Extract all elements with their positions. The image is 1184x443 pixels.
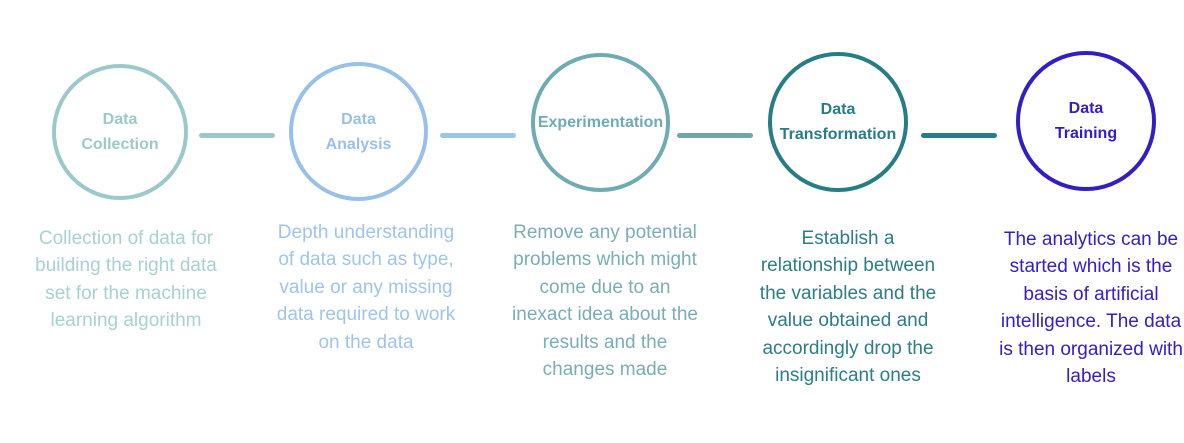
step-circle-data-transformation: Data Transformation (768, 52, 908, 192)
step-description-data-transformation: Establish a relationship between the var… (759, 228, 937, 387)
step-circle-data-training: Data Training (1016, 51, 1156, 191)
step-description-data-analysis: Depth understanding of data such as type… (276, 222, 456, 353)
step-circle-experimentation: Experimentation (531, 53, 670, 192)
step-description-experimentation: Remove any potential problems which migh… (512, 222, 698, 381)
step-description-data-training: The analytics can be started which is th… (999, 229, 1183, 388)
connector-line (677, 133, 753, 138)
connector-line (921, 133, 997, 138)
step-circle-data-analysis: Data Analysis (289, 62, 428, 201)
step-circle-data-collection: Data Collection (52, 64, 188, 200)
connector-line (440, 133, 516, 138)
connector-line (199, 133, 275, 138)
step-description-data-collection: Collection of data for building the righ… (35, 228, 217, 332)
